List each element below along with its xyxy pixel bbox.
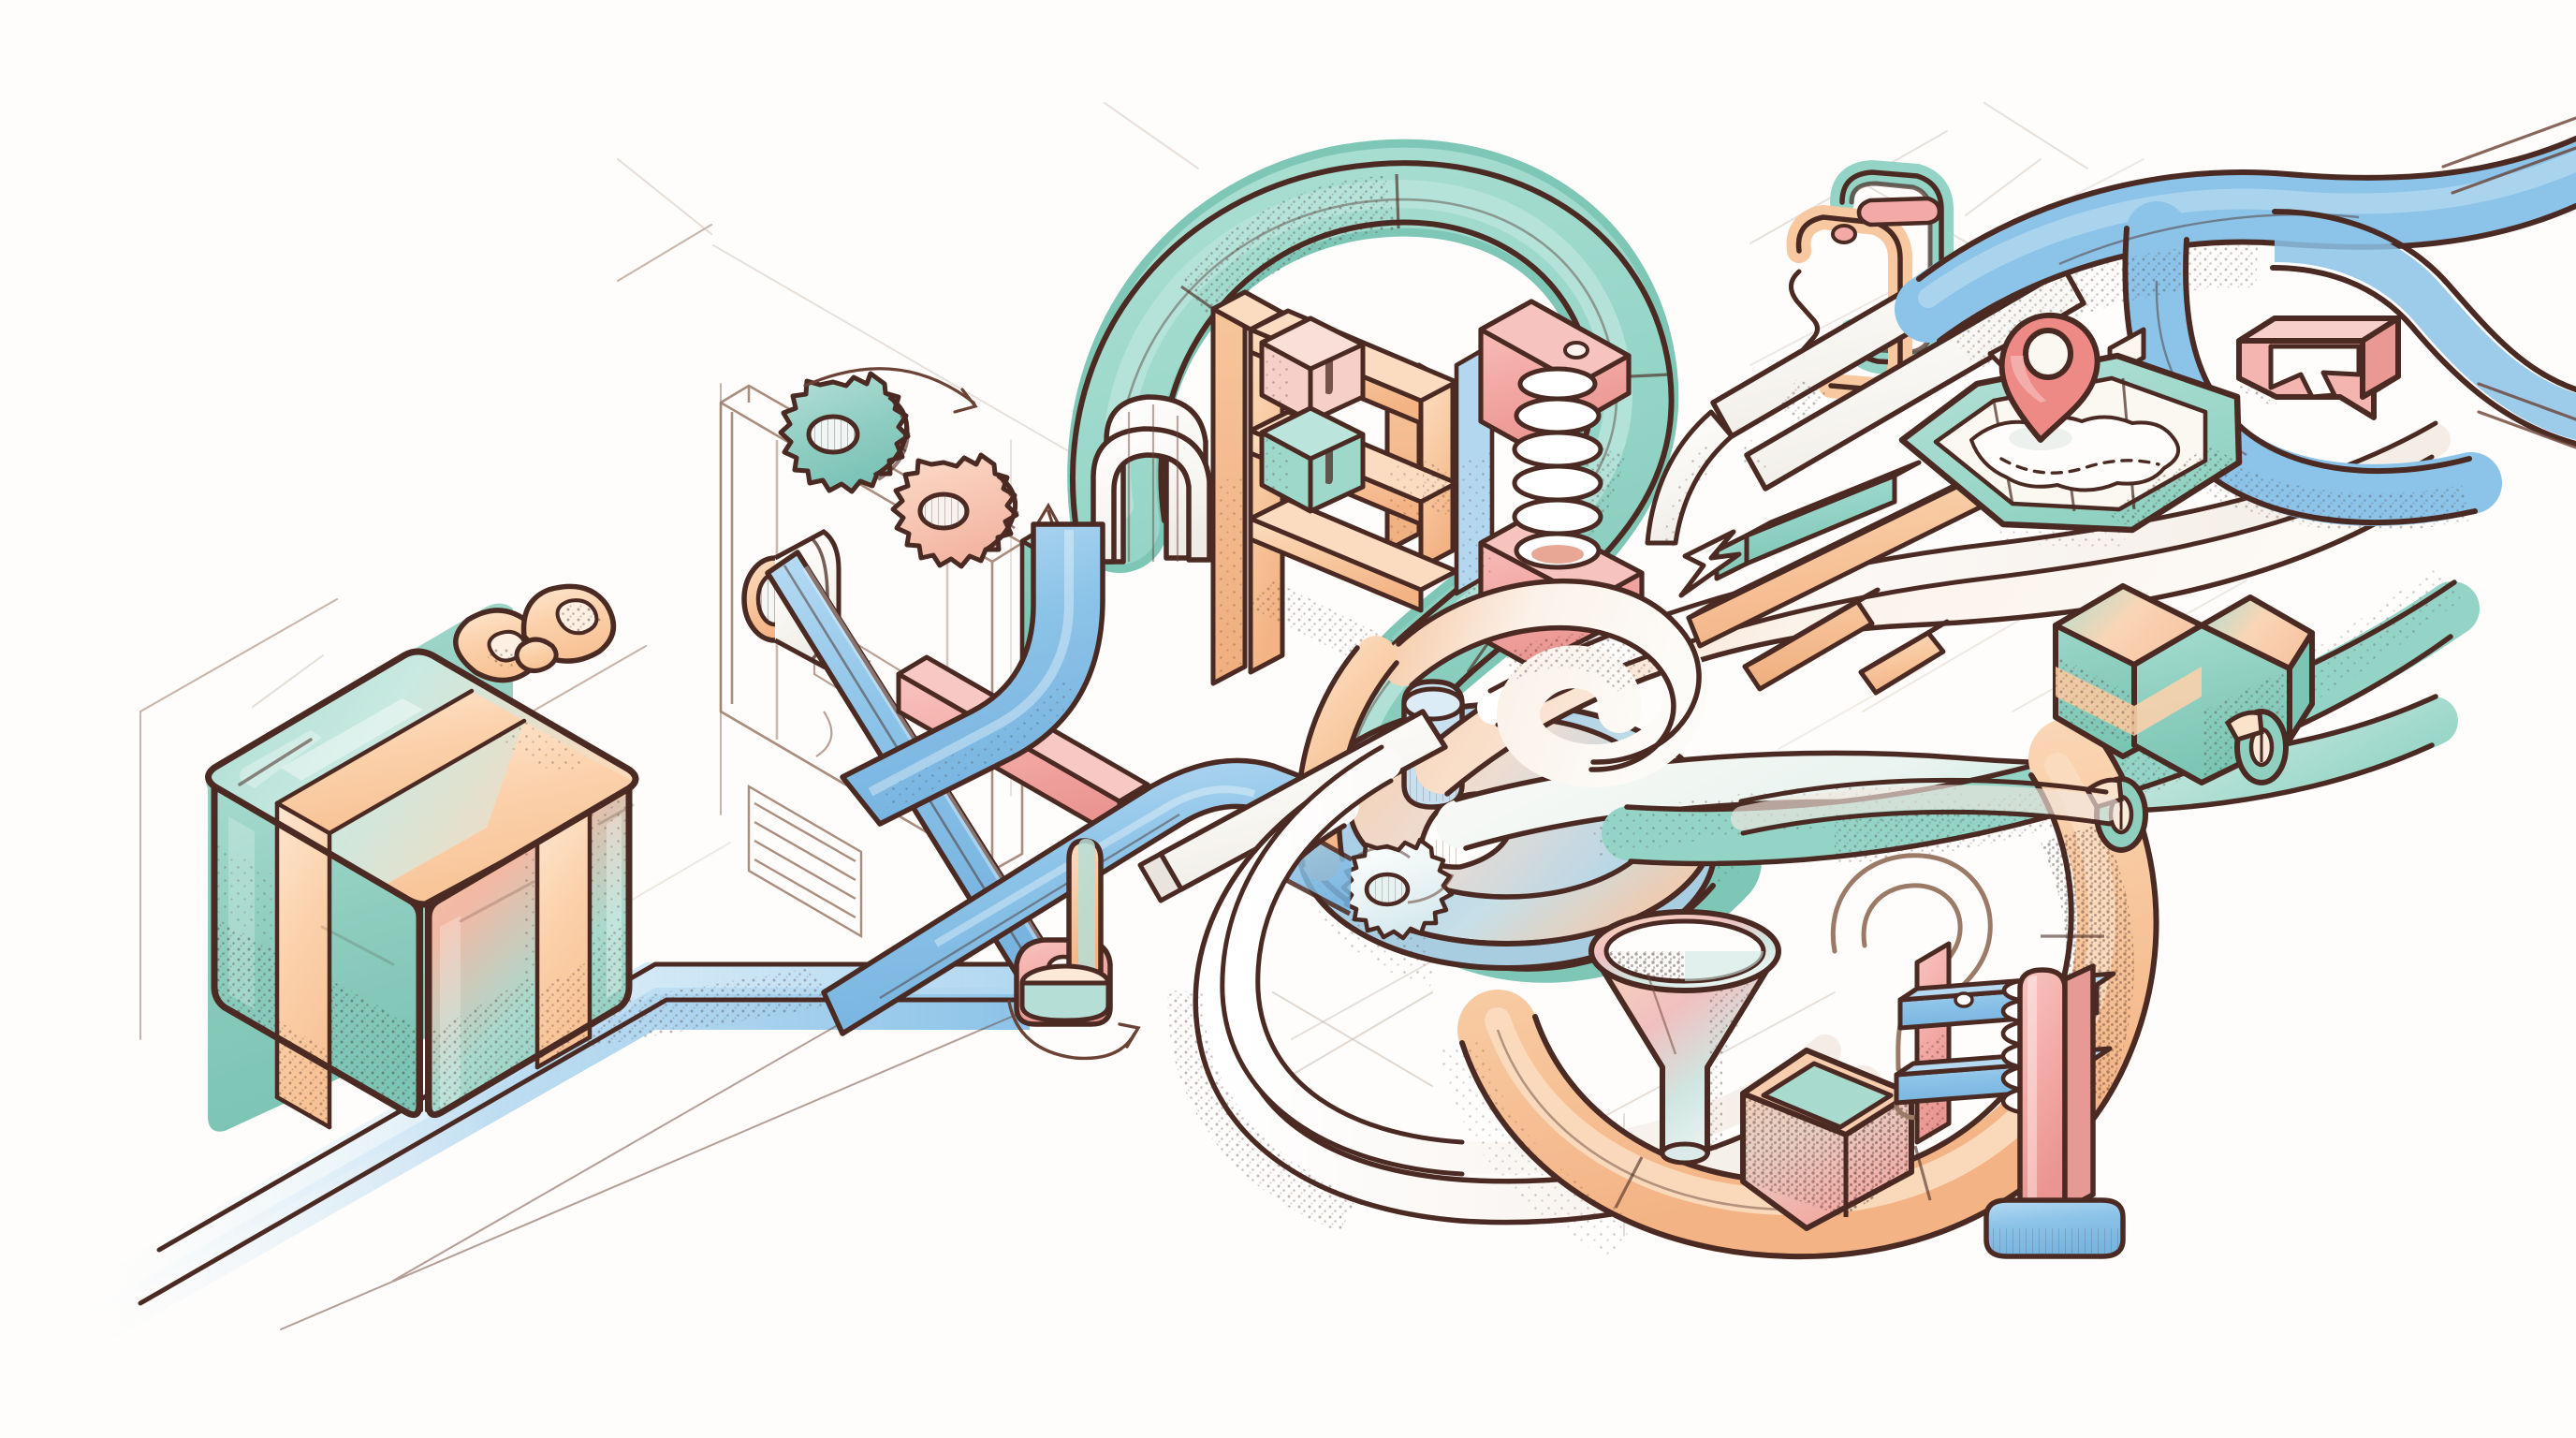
location-pin bbox=[1998, 312, 2100, 450]
extra-lanes bbox=[1738, 777, 2113, 836]
truck bbox=[2053, 583, 2315, 853]
rotating-post bbox=[1007, 838, 1141, 1061]
map bbox=[1898, 352, 2243, 549]
map-support-bar bbox=[1858, 619, 1950, 696]
transition-collar bbox=[1090, 394, 1212, 565]
truck-wheel-front bbox=[2224, 709, 2289, 785]
shelving bbox=[1210, 289, 1460, 686]
blue-highway bbox=[1895, 116, 2576, 532]
gift-box bbox=[205, 583, 639, 1132]
vent-slots bbox=[747, 784, 863, 939]
lane-curl bbox=[1383, 579, 1707, 787]
gear-teal bbox=[778, 371, 911, 494]
gate-post bbox=[1894, 941, 2126, 1259]
gear-peach bbox=[890, 452, 1019, 569]
shelf-box-pink bbox=[1259, 315, 1366, 424]
cursor-badge bbox=[2236, 315, 2401, 420]
spring-press bbox=[1454, 299, 1645, 669]
funnel bbox=[1588, 909, 1781, 1166]
blue-descent-tube bbox=[840, 521, 1105, 827]
gift-bow bbox=[453, 583, 617, 683]
peach-loop bbox=[1438, 718, 2159, 1260]
bin bbox=[1740, 1048, 1914, 1231]
shelf-box-teal bbox=[1259, 405, 1366, 514]
left-upper-rail bbox=[1742, 587, 1881, 692]
